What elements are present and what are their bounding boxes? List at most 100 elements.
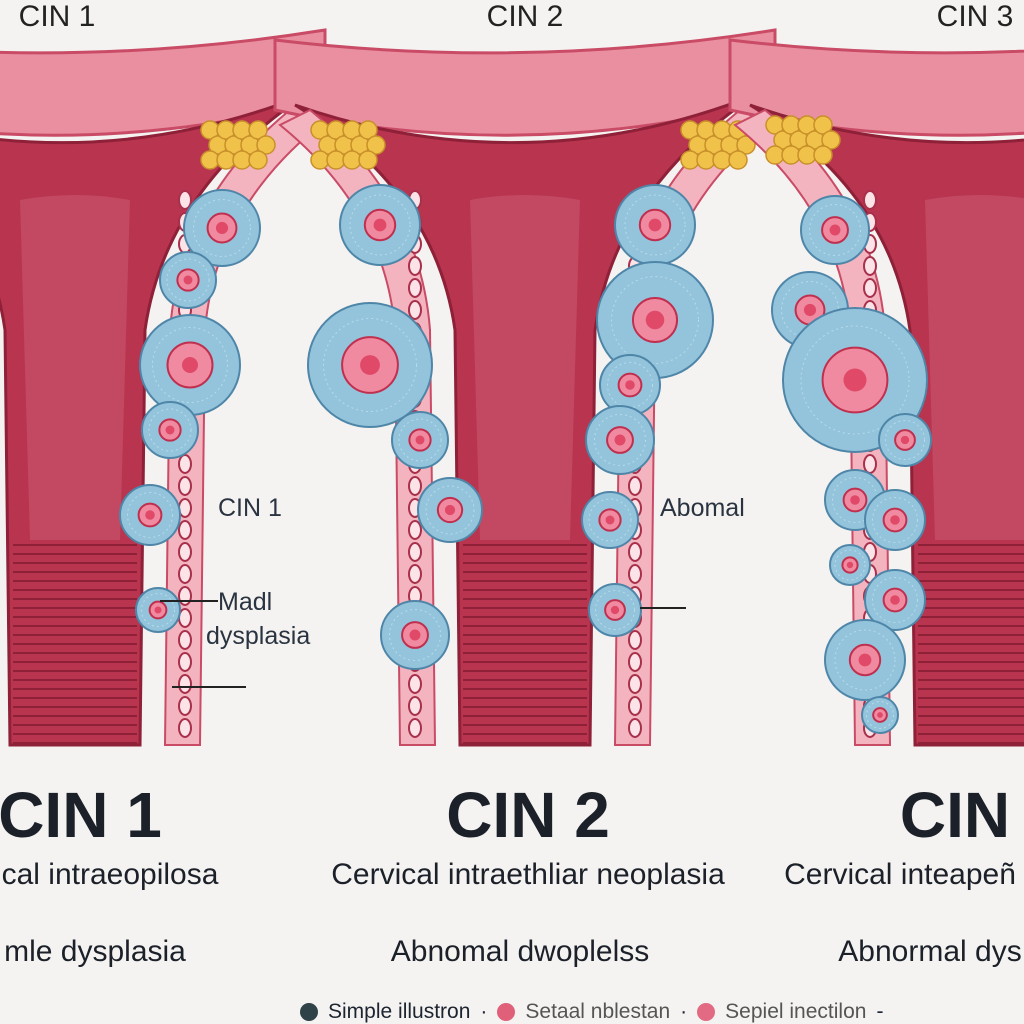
wall-cell	[178, 564, 192, 584]
cin-illustration	[0, 28, 1024, 747]
legend-separator: ·	[680, 1000, 688, 1023]
nucleolus	[165, 425, 175, 435]
wall-cell	[628, 674, 642, 694]
nucleolus	[829, 224, 841, 236]
nucleolus	[850, 495, 860, 505]
cell-texture	[624, 194, 686, 256]
nucleolus	[877, 712, 883, 718]
abnormal-annotation: Abomal	[660, 494, 745, 522]
panel-2-description: Abnomal dwoplelss	[390, 935, 650, 968]
wall-cell	[408, 300, 422, 320]
fat-cell	[813, 145, 833, 165]
nucleolus	[360, 355, 380, 375]
nucleolus	[154, 606, 162, 614]
wall-cell	[178, 190, 192, 210]
cell-texture	[127, 492, 173, 538]
fat-cell	[256, 135, 276, 155]
cell-texture	[594, 414, 646, 466]
panel-3-subtitle: Cervical inteapeñ	[784, 858, 1016, 891]
fat-cell	[358, 150, 378, 170]
wall-cell	[628, 476, 642, 496]
panel-2-top-label: CIN 2	[486, 0, 564, 33]
cell-texture	[611, 276, 699, 364]
wall-cell	[863, 256, 877, 276]
epithelial-wall	[733, 108, 892, 746]
fat-cell	[366, 135, 386, 155]
cell-texture	[588, 498, 632, 542]
cell-texture	[834, 629, 896, 691]
mild-annotation-line1: Madl	[218, 588, 273, 616]
panel-3-title: CIN	[899, 779, 1011, 851]
cell-texture	[193, 199, 251, 257]
wall-cell	[863, 278, 877, 298]
wall-cell	[408, 718, 422, 738]
fat-cell	[358, 120, 378, 140]
nucleolus	[610, 605, 620, 615]
nucleolus	[890, 595, 900, 605]
legend-label-3: Sepiel inectilon	[725, 1000, 867, 1023]
nucleolus	[614, 434, 626, 446]
cell-texture	[152, 327, 228, 403]
nucleolus	[846, 561, 854, 569]
wall-cell	[178, 652, 192, 672]
panel-1-subtitle: cal intraeopilosa	[1, 858, 219, 891]
cell-texture	[323, 318, 417, 412]
cell-texture	[595, 590, 635, 630]
panel-2-subtitle: Cervical intraethliar neoplasia	[331, 858, 725, 891]
wall-cell	[178, 718, 192, 738]
panel-1-description: mle dysplasia	[4, 935, 186, 968]
wall-cell	[863, 454, 877, 474]
nucleolus	[415, 435, 425, 445]
nucleolus	[900, 435, 910, 445]
cell-texture	[166, 258, 210, 302]
cell-texture	[872, 577, 918, 623]
cell-texture	[398, 418, 442, 462]
epithelial-wall	[278, 108, 437, 746]
cell-texture	[389, 609, 441, 661]
nucleolus	[803, 303, 817, 317]
wall-cell	[408, 520, 422, 540]
nucleolus	[182, 357, 198, 373]
wall-cell	[178, 542, 192, 562]
wall-cell	[178, 476, 192, 496]
wall-cell	[408, 542, 422, 562]
fat-cell	[813, 115, 833, 135]
canal-lumen	[20, 195, 130, 540]
top-tissue-band	[728, 38, 1024, 137]
cell-texture	[141, 593, 175, 627]
leader-line	[172, 686, 246, 688]
nucleolus	[409, 629, 421, 641]
legend-label-2: Setaal nblestan	[525, 1000, 671, 1023]
wall-cell	[628, 564, 642, 584]
wall-cell	[408, 476, 422, 496]
nucleolus	[444, 504, 456, 516]
nucleolus	[645, 310, 665, 330]
leader-line	[160, 600, 218, 602]
fat-cell	[821, 130, 841, 150]
panel-2-title: CIN 2	[446, 779, 610, 851]
cell-texture	[866, 701, 894, 729]
wall-cell	[178, 586, 192, 606]
wall-cell	[628, 696, 642, 716]
nucleolus	[843, 368, 867, 392]
cell-texture	[349, 194, 411, 256]
fat-cell	[248, 150, 268, 170]
panel-1-top-label: CIN 1	[18, 0, 96, 33]
canal-lumen	[470, 195, 580, 540]
nucleolus	[183, 275, 193, 285]
canal-lumen	[925, 195, 1024, 540]
legend-label-1: Simple illustron	[328, 1000, 471, 1023]
cell-texture	[148, 408, 192, 452]
nucleolus	[648, 218, 662, 232]
wall-cell	[408, 674, 422, 694]
cell-texture	[872, 497, 918, 543]
legend-dot-3	[697, 1003, 716, 1021]
legend-dot-1	[300, 1003, 318, 1021]
wall-cell	[178, 454, 192, 474]
wall-cell	[178, 696, 192, 716]
panel-3-top-label: CIN 3	[936, 0, 1014, 33]
panel-3-description: Abnormal dys	[838, 935, 1022, 968]
leader-line	[640, 607, 686, 609]
panel-1-title: CIN 1	[0, 779, 162, 851]
nucleolus	[625, 380, 635, 390]
